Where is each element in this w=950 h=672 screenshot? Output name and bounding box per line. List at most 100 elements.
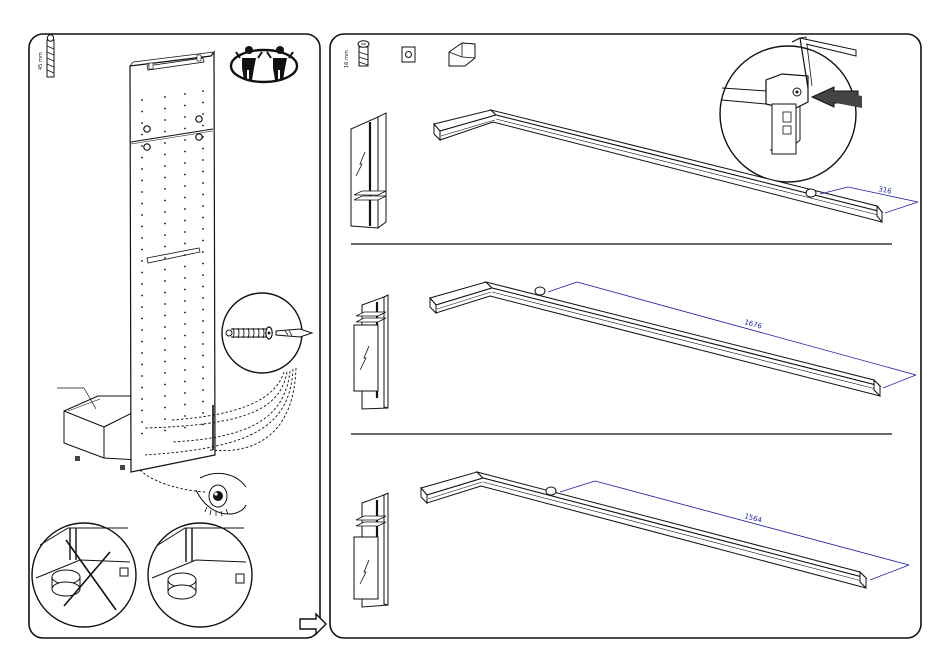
shelf-pin-hole [141,329,143,331]
shelf-pin-hole [184,220,186,222]
rail-2 [430,282,880,396]
shelf-pin-hole [164,257,166,259]
shelf-pin-hole [202,320,204,322]
wall-section-1 [351,113,386,228]
shelf-pin-hole [202,332,204,334]
shelf-pin-hole [184,139,186,141]
shelf-pin-hole [184,105,186,107]
shelf-pin-hole [164,188,166,190]
shelf-pin-hole [184,300,186,302]
shelf-pin-hole [184,323,186,325]
shelf-pin-hole [202,194,204,196]
shelf-pin-hole [202,412,204,414]
shelf-pin-hole [141,226,143,228]
correct-foot-detail [148,523,252,627]
shelf-pin-hole [164,315,166,317]
shelf-pin-hole [141,398,143,400]
shelf-pin-hole [202,228,204,230]
shelf-pin-hole [202,148,204,150]
shelf-pin-hole [164,269,166,271]
dimension-value-3: 1564 [743,512,763,524]
shelf-pin-hole [164,372,166,374]
shelf-pin-hole [164,338,166,340]
shelf-pin-hole [141,283,143,285]
shelf-pin-hole [184,254,186,256]
shelf-pin-hole [202,355,204,357]
shelf-pin-hole [184,312,186,314]
shelf-pin-hole [164,119,166,121]
shelf-pin-hole [141,157,143,159]
bracket-detail-magnifier [720,46,862,182]
shelf-pin-hole [141,145,143,147]
shelf-pin-hole [202,366,204,368]
shelf-pin-hole [164,154,166,156]
shelf-pin-hole [141,214,143,216]
shelf-pin-hole [164,108,166,110]
shelf-pin-hole [141,433,143,435]
right-panel: 16 mm [330,34,921,638]
shelf-pin-hole [164,131,166,133]
incorrect-foot-detail [32,523,136,627]
shelf-pin-hole [184,358,186,360]
shelf-pin-hole [141,272,143,274]
next-page-arrow-icon[interactable] [300,614,326,634]
shelf-pin-hole [184,335,186,337]
shelf-pin-hole [141,111,143,113]
long-screw-icon [47,35,54,77]
short-screw-length-label: 16 mm [344,50,350,68]
shelf-pin-hole [202,274,204,276]
shelf-pin-hole [202,113,204,115]
short-screw-icon [358,41,369,66]
shelf-pin-hole [184,392,186,394]
shelf-pin-hole [141,249,143,251]
shelf-pin-hole [202,309,204,311]
shelf-pin-hole [202,343,204,345]
shelf-pin-hole [164,234,166,236]
shelf-pin-hole [164,303,166,305]
shelf-pin-hole [141,260,143,262]
shelf-pin-hole [141,295,143,297]
shelf-pin-hole [164,280,166,282]
shelf-pin-hole [202,401,204,403]
shelf-pin-hole [164,349,166,351]
shelf-pin-hole [141,352,143,354]
shelf-pin-hole [164,200,166,202]
shelf-pin-hole [184,427,186,429]
shelf-pin-hole [184,415,186,417]
shelf-pin-hole [184,346,186,348]
shelf-pin-hole [164,418,166,420]
shelf-pin-hole [184,277,186,279]
shelf-pin-hole [141,168,143,170]
shelf-pin-hole [141,375,143,377]
shelf-pin-hole [184,231,186,233]
shelf-pin-hole [184,266,186,268]
shelf-pin-hole [164,177,166,179]
shelf-pin-hole [164,326,166,328]
shelf-pin-hole [202,378,204,380]
shelf-pin-hole [184,404,186,406]
shelf-pin-hole [164,292,166,294]
shelf-pin-hole [164,384,166,386]
shelf-pin-hole [141,306,143,308]
shelf-pin-hole [202,136,204,138]
shelf-pin-hole [164,407,166,409]
shelf-pin-hole [202,90,204,92]
shelf-pin-hole [141,237,143,239]
shelf-pin-hole [202,389,204,391]
step-3-rail-measurement: 1564 [354,472,909,607]
eye-icon [196,473,246,516]
rail-bracket-icon [449,43,475,66]
shelf-pin-hole [202,286,204,288]
shelf-pin-hole [202,159,204,161]
shelf-pin-hole [202,102,204,104]
rail-3 [421,472,866,588]
shelf-pin-hole [164,211,166,213]
shelf-pin-hole [184,381,186,383]
cabinet-base [64,396,138,470]
shelf-pin-hole [184,197,186,199]
shelf-pin-hole [184,151,186,153]
wall-section-3 [354,493,388,607]
long-screw-length-label: 45 mm [38,52,44,70]
shelf-pin-hole [164,246,166,248]
